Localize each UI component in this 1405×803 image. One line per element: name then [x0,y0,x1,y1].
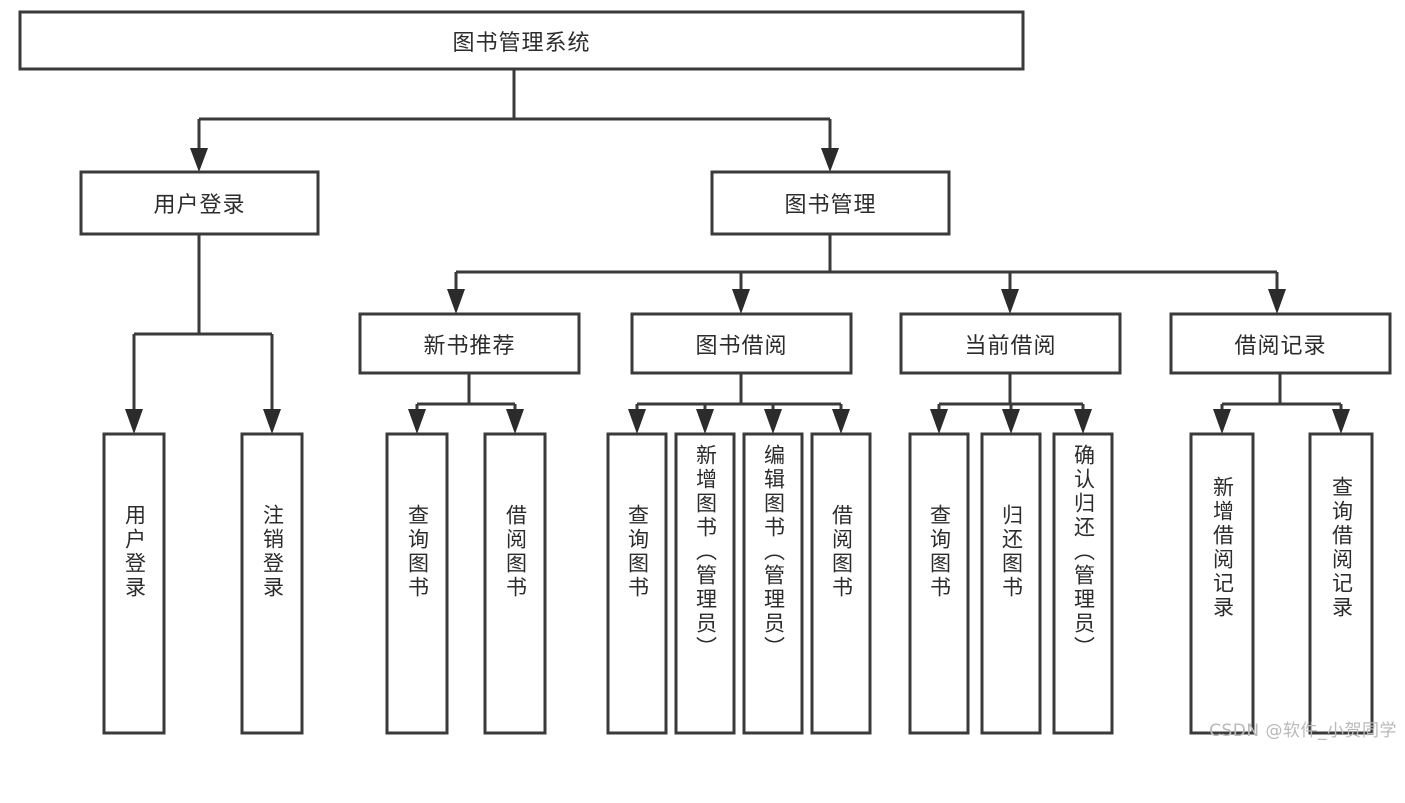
arrow-down-icon [263,409,281,434]
node-leaf-query-book-2[interactable] [606,432,668,735]
arrow-down-icon [696,409,714,434]
arrow-down-icon [408,409,426,434]
node-leaf-query-book-3[interactable] [908,432,970,735]
connector-root-to-level1 [190,69,839,172]
arrow-down-icon [125,409,143,434]
connector-book-manage-to-level2 [447,234,1286,314]
node-borrow-record[interactable] [1169,312,1392,375]
arrow-down-icon [764,409,782,434]
arrow-down-icon [930,409,948,434]
arrow-down-icon [832,409,850,434]
node-leaf-borrow-book-2[interactable] [810,432,872,735]
node-box-group [18,10,1392,735]
node-book-manage[interactable] [710,170,951,236]
arrow-down-icon [1268,289,1286,314]
node-leaf-borrow-book-1[interactable] [483,432,547,735]
node-leaf-user-login[interactable] [102,432,166,735]
arrow-down-icon [1001,289,1019,314]
node-leaf-edit-book[interactable] [742,432,804,735]
node-leaf-query-book-1[interactable] [385,432,449,735]
arrow-down-icon [628,409,646,434]
node-leaf-add-borrow-record[interactable] [1189,432,1255,735]
node-book-borrow[interactable] [630,312,853,375]
arrow-down-icon [447,289,465,314]
node-leaf-confirm-return[interactable] [1052,432,1114,735]
connector-current-borrow-to-leaves [930,373,1092,434]
connector-group [125,69,1350,434]
arrow-down-icon [821,148,839,172]
watermark: CSDN @软件_小贺同学 [1209,721,1397,741]
arrow-down-icon [1213,409,1231,434]
functional-structure-diagram [18,10,1392,735]
node-leaf-logout[interactable] [240,432,304,735]
node-user-login[interactable] [79,170,320,236]
arrow-down-icon [1332,409,1350,434]
arrow-down-icon [1074,409,1092,434]
node-leaf-add-book[interactable] [674,432,736,735]
connector-book-borrow-to-leaves [628,373,850,434]
arrow-down-icon [506,409,524,434]
node-root[interactable] [18,10,1025,71]
node-leaf-return-book[interactable] [980,432,1042,735]
arrow-down-icon [1002,409,1020,434]
node-leaf-query-borrow-record[interactable] [1308,432,1374,735]
node-new-book-recommend[interactable] [358,312,581,375]
connector-new-book-recommend-to-leaves [408,373,524,434]
connector-user-login-to-leaves [125,234,281,434]
connector-borrow-record-to-leaves [1213,373,1350,434]
arrow-down-icon [732,289,750,314]
node-current-borrow[interactable] [899,312,1122,375]
arrow-down-icon [190,148,208,172]
